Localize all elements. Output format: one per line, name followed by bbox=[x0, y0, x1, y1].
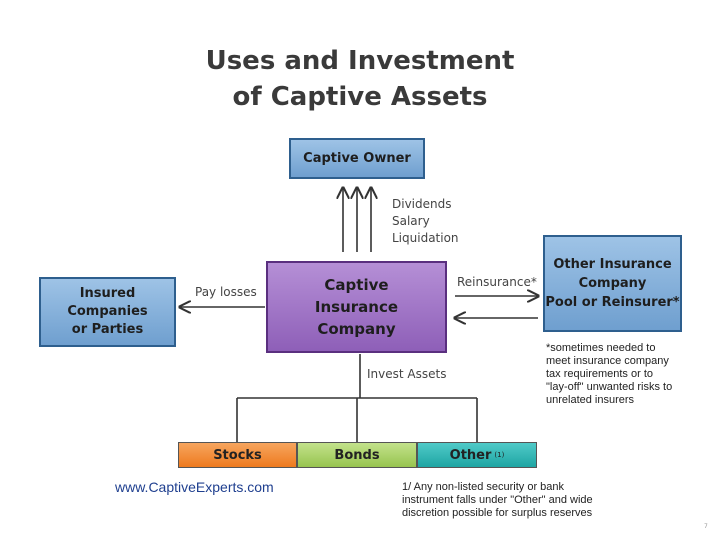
bonds-label: Bonds bbox=[334, 447, 380, 463]
website-link[interactable]: www.CaptiveExperts.com bbox=[115, 479, 274, 495]
label-invest-assets: Invest Assets bbox=[367, 367, 447, 381]
other-insurance-line-1: Other Insurance bbox=[553, 257, 672, 272]
insured-line-2: Companies bbox=[67, 304, 148, 319]
title-line-1: Uses and Investment bbox=[205, 46, 515, 76]
stocks-label: Stocks bbox=[213, 447, 262, 463]
label-salary: Salary bbox=[392, 214, 430, 228]
title-line-2: of Captive Assets bbox=[232, 82, 488, 112]
captive-insurance-line-3: Company bbox=[317, 320, 396, 338]
insured-line-1: Insured bbox=[79, 286, 136, 301]
captive-insurance-company-box: Captive Insurance Company bbox=[266, 261, 447, 353]
label-liquidation: Liquidation bbox=[392, 231, 459, 245]
captive-insurance-line-1: Captive bbox=[324, 276, 389, 294]
label-dividends: Dividends bbox=[392, 197, 452, 211]
reinsurance-note: *sometimes needed to meet insurance comp… bbox=[546, 342, 673, 406]
owner-edge-labels: Dividends Salary Liquidation bbox=[392, 196, 459, 247]
insured-companies-box: Insured Companies or Parties bbox=[39, 277, 176, 347]
captive-owner-label: Captive Owner bbox=[303, 151, 411, 166]
other-label: Other bbox=[449, 447, 492, 463]
captive-owner-box: Captive Owner bbox=[289, 138, 425, 179]
other-footnote: 1/ Any non-listed security or bank instr… bbox=[402, 481, 593, 519]
other-insurance-line-3: Pool or Reinsurer* bbox=[545, 295, 680, 310]
captive-insurance-line-2: Insurance bbox=[314, 298, 399, 316]
page-number: 7 bbox=[704, 523, 708, 530]
bonds-segment: Bonds bbox=[297, 442, 417, 468]
other-insurance-line-2: Company bbox=[578, 276, 647, 291]
stocks-segment: Stocks bbox=[178, 442, 297, 468]
label-pay-losses: Pay losses bbox=[195, 285, 257, 299]
other-footnote-ref: (1) bbox=[494, 451, 505, 459]
insured-line-3: or Parties bbox=[71, 322, 144, 337]
other-segment: Other (1) bbox=[417, 442, 537, 468]
other-insurance-company-box: Other Insurance Company Pool or Reinsure… bbox=[543, 235, 682, 332]
label-reinsurance: Reinsurance* bbox=[457, 275, 537, 289]
